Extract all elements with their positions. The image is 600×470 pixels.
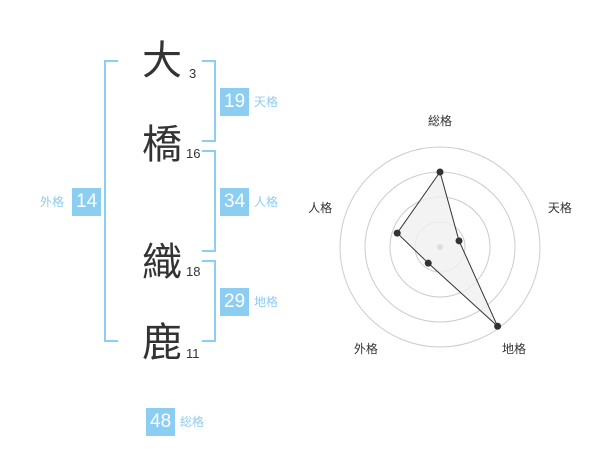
radar-point-2 — [455, 237, 463, 245]
gaikaku-value: 14 — [72, 188, 102, 216]
tenkaku-value: 19 — [220, 88, 250, 116]
radar-point-4 — [424, 259, 432, 267]
radar-point-5 — [393, 229, 401, 237]
radar-axis-label-5: 人格 — [308, 200, 332, 215]
radar-axis-label-3: 地格 — [502, 341, 526, 356]
chikaku-bracket — [202, 260, 216, 342]
radar-axis-label-2: 天格 — [548, 200, 572, 215]
radar-point-1 — [436, 168, 444, 176]
gaikaku-bracket — [104, 60, 118, 342]
soukaku-value: 48 — [146, 408, 176, 436]
name-char-3: 織 — [142, 240, 182, 286]
chikaku-label: 地格 — [254, 295, 279, 309]
stroke-count-3: 18 — [186, 264, 201, 279]
stroke-count-4: 11 — [186, 346, 200, 361]
name-char-1: 大 — [142, 38, 182, 84]
stroke-count-2: 16 — [186, 146, 201, 161]
radar-axis-label-1: 総格 — [428, 113, 452, 128]
radar-data-polygon — [396, 170, 499, 327]
radar-point-3 — [494, 322, 502, 330]
gaikaku-label: 外格 — [40, 195, 65, 209]
jinkaku-value: 34 — [220, 188, 250, 216]
name-char-4: 鹿 — [142, 320, 182, 366]
name-char-2: 橋 — [142, 122, 182, 168]
jinkaku-bracket — [202, 150, 216, 252]
radar-axis-label-4: 外格 — [354, 341, 378, 356]
jinkaku-label: 人格 — [254, 195, 279, 209]
stroke-count-1: 3 — [189, 66, 197, 81]
tenkaku-label: 天格 — [254, 95, 279, 109]
chikaku-value: 29 — [220, 288, 250, 316]
radar-center-dot — [437, 244, 443, 250]
soukaku-label: 総格 — [180, 415, 205, 429]
radar-ring — [339, 146, 541, 348]
tenkaku-bracket — [202, 60, 216, 142]
